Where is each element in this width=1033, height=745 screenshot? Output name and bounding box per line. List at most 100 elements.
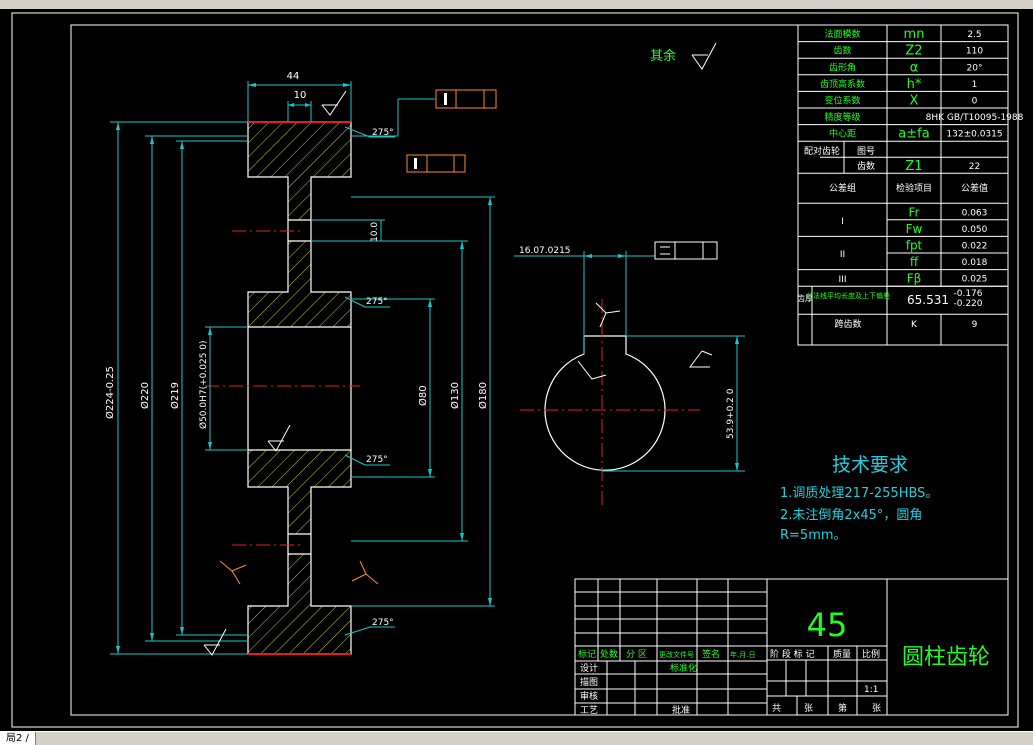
tol-symbol: Fβ bbox=[907, 272, 922, 286]
dim-outer-diameter: Ø224-0.25 bbox=[104, 366, 116, 419]
layout-tab[interactable]: 局2 / bbox=[0, 732, 36, 745]
keyway-view[interactable]: 16.07.0215 53.9+0.2 0 bbox=[514, 241, 745, 509]
param-symbol: mn bbox=[904, 27, 925, 42]
tb-revision-mark: 标记 bbox=[578, 648, 596, 660]
pair-drawing-no: 图号 bbox=[857, 146, 875, 157]
param-value: 110 bbox=[966, 47, 983, 57]
tech-title: 技术要求 bbox=[832, 454, 908, 476]
technical-requirements: 技术要求 1.调质处理217-255HBS。 2.未注倒角2x45°，圆角 R=… bbox=[780, 454, 938, 543]
tol-item-header: 检验项目 bbox=[896, 182, 932, 194]
tol-value: 0.063 bbox=[962, 208, 988, 218]
tb-drafting: 描图 bbox=[580, 676, 598, 688]
tb-process: 工艺 bbox=[580, 705, 598, 716]
tb-signature: 签名 bbox=[702, 648, 720, 660]
param-value: 132±0.0315 bbox=[946, 130, 1002, 140]
tol-symbol: Fr bbox=[909, 205, 920, 219]
gear-section-view[interactable]: 44 10 10.0 Ø224-0.25 Ø220 Ø219 Ø50.0H7(+… bbox=[104, 71, 497, 656]
gear-parameter-table[interactable]: 法面模数 mn 2.5 齿数 Z2 110 齿形角 α 20° 齿顶高系数 h* 1 变位系数 X 0 精度等… bbox=[797, 24, 1024, 346]
param-label: 齿形角 bbox=[829, 61, 856, 73]
tb-review: 审核 bbox=[580, 690, 598, 702]
outer-frame bbox=[11, 12, 1019, 728]
tol-value: 0.022 bbox=[962, 242, 988, 252]
param-label: 法面模数 bbox=[824, 28, 860, 40]
param-symbol: h* bbox=[907, 77, 922, 92]
tol-group-header: 公差组 bbox=[829, 182, 856, 194]
tb-sheets-unit-1: 张 bbox=[804, 703, 813, 714]
thickness-upper-dev: -0.176 bbox=[953, 289, 982, 299]
param-symbol: X bbox=[910, 94, 919, 109]
tb-scale-label: 比例 bbox=[862, 648, 880, 660]
param-value: 0 bbox=[972, 97, 978, 107]
drawing-canvas[interactable]: 44 10 10.0 Ø224-0.25 Ø220 Ø219 Ø50.0H7(+… bbox=[0, 9, 1033, 731]
dim-keyway-depth: 10.0 bbox=[370, 222, 380, 242]
param-symbol: α bbox=[910, 60, 919, 75]
param-symbol: a±fa bbox=[898, 127, 929, 142]
tol-symbol: ff bbox=[910, 255, 919, 269]
param-value: 1 bbox=[972, 80, 978, 90]
pair-value: 22 bbox=[969, 162, 980, 172]
tb-sheet-no: 第 bbox=[838, 702, 847, 714]
chamfer-label-4: 275° bbox=[372, 618, 394, 628]
thickness-label: 公法线平均长度及上下偏差 bbox=[806, 291, 890, 300]
chamfer-label-1: 275° bbox=[372, 128, 394, 138]
tb-stage-mark: 阶 段 标 记 bbox=[770, 648, 815, 660]
param-value: 20° bbox=[967, 63, 983, 73]
tb-date: 年.月.日 bbox=[730, 650, 755, 659]
tb-count: 处数 bbox=[600, 648, 618, 660]
tb-sheets-total: 共 bbox=[772, 703, 781, 714]
tol-value-header: 公差值 bbox=[961, 182, 988, 194]
thickness-lower-dev: -0.220 bbox=[953, 299, 982, 309]
span-value: 9 bbox=[972, 320, 978, 330]
tech-item-3: R=5mm。 bbox=[780, 528, 847, 543]
chamfer-label-2: 275° bbox=[366, 297, 388, 307]
tb-change-doc: 更改文件号 bbox=[659, 650, 694, 659]
dim-key-width: 16.07.0215 bbox=[519, 246, 571, 256]
tech-item-1: 1.调质处理217-255HBS。 bbox=[780, 486, 938, 501]
tech-item-2: 2.未注倒角2x45°，圆角 bbox=[780, 508, 922, 523]
inner-frame bbox=[70, 24, 1009, 716]
title-block[interactable]: 45 圆柱齿轮 标记 处数 分 区 更改文件号 签名 年.月.日 设计 标准化 … bbox=[574, 578, 1009, 716]
tol-value: 0.018 bbox=[962, 258, 988, 268]
tb-design: 设计 bbox=[580, 662, 598, 674]
param-label: 精度等级 bbox=[824, 111, 860, 123]
status-bar: 局2 / bbox=[0, 731, 1033, 745]
param-value: 2.5 bbox=[967, 30, 981, 40]
tb-scale-value: 1:1 bbox=[864, 685, 878, 695]
dim-bore-diameter: Ø50.0H7(+0.025 0) bbox=[198, 340, 209, 429]
tol-value: 0.050 bbox=[962, 225, 988, 235]
tb-standard: 标准化 bbox=[670, 662, 697, 674]
tol-group-1: I bbox=[841, 217, 844, 227]
tb-approve: 批准 bbox=[672, 704, 690, 716]
material-label: 45 bbox=[807, 606, 848, 644]
param-label: 齿数 bbox=[833, 45, 851, 57]
span-label: 跨齿数 bbox=[834, 318, 861, 330]
chamfer-label-3: 275° bbox=[366, 455, 388, 465]
dim-diameter-130: Ø130 bbox=[449, 382, 461, 409]
roughness-note: 其余 bbox=[650, 42, 717, 70]
span-symbol: K bbox=[911, 320, 918, 330]
dim-key-height: 53.9+0.2 0 bbox=[726, 388, 736, 439]
roughness-note-text: 其余 bbox=[650, 48, 676, 64]
tol-value: 0.025 bbox=[962, 275, 988, 285]
param-label: 变位系数 bbox=[824, 95, 860, 107]
dim-web-width: 10 bbox=[294, 90, 307, 101]
param-value: 8HK GB/T10095-1988 bbox=[926, 113, 1024, 123]
tb-zone: 分 区 bbox=[626, 649, 647, 660]
pair-teeth-label: 齿数 bbox=[857, 160, 875, 172]
dim-diameter-220: Ø220 bbox=[139, 382, 151, 409]
dim-hub-width: 44 bbox=[287, 71, 300, 82]
pair-gear-label: 配对齿轮 bbox=[804, 145, 840, 157]
param-label: 中心距 bbox=[829, 128, 856, 140]
dim-diameter-219: Ø219 bbox=[169, 382, 181, 409]
tb-mass: 质量 bbox=[833, 648, 851, 660]
thickness-side-label: 齿厚 bbox=[797, 294, 813, 303]
thickness-value: 65.531 bbox=[907, 293, 949, 307]
pair-symbol: Z1 bbox=[905, 159, 922, 174]
tol-symbol: fpt bbox=[906, 239, 923, 253]
dim-diameter-180: Ø180 bbox=[477, 382, 489, 409]
tb-sheets-unit-2: 张 bbox=[872, 703, 881, 714]
tol-symbol: Fw bbox=[906, 222, 923, 236]
param-symbol: Z2 bbox=[905, 44, 922, 59]
dim-diameter-80: Ø80 bbox=[417, 385, 429, 406]
param-label: 齿顶高系数 bbox=[820, 78, 865, 90]
